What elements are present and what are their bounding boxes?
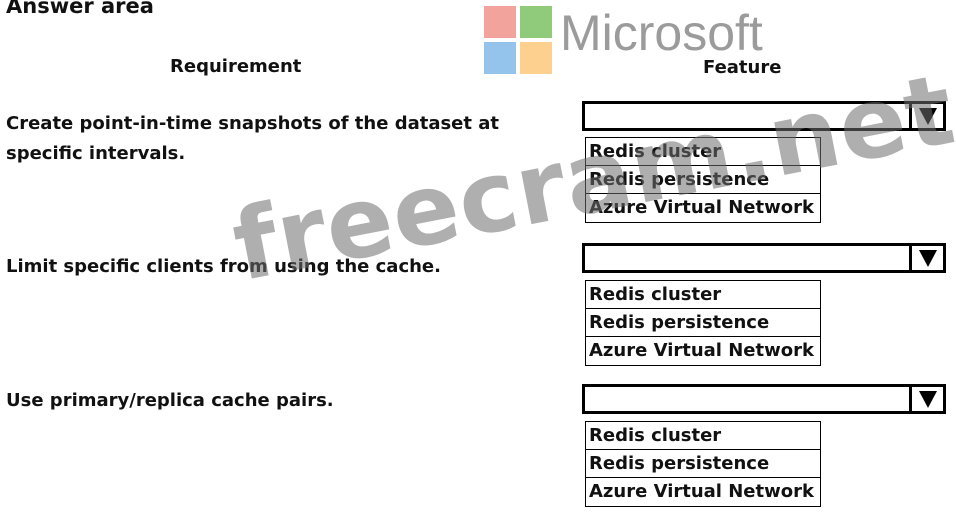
option-redis-cluster[interactable]: Redis cluster	[586, 281, 820, 309]
triangle-down-icon	[918, 390, 937, 408]
option-redis-persistence[interactable]: Redis persistence	[586, 309, 820, 337]
logo-square-yellow	[520, 42, 552, 74]
requirement-1-line-2: specific intervals.	[6, 143, 186, 164]
option-azure-virtual-network[interactable]: Azure Virtual Network	[589, 481, 814, 502]
feature-dropdown-2-toggle[interactable]	[909, 246, 943, 270]
answer-area-title: Answer area	[6, 0, 154, 18]
logo-square-green	[520, 6, 552, 38]
feature-options-3: Redis cluster Redis persistence Azure Vi…	[585, 421, 821, 507]
requirement-column-header: Requirement	[170, 56, 302, 77]
requirement-1-line-1: Create point-in-time snapshots of the da…	[6, 113, 500, 134]
logo-square-blue	[484, 42, 516, 74]
feature-options-2: Redis cluster Redis persistence Azure Vi…	[585, 280, 821, 366]
option-azure-virtual-network[interactable]: Azure Virtual Network	[589, 340, 814, 361]
logo-square-red	[484, 6, 516, 38]
feature-dropdown-3[interactable]	[582, 384, 946, 414]
requirement-3-text: Use primary/replica cache pairs.	[6, 386, 334, 416]
triangle-down-icon	[918, 249, 937, 267]
requirement-1-text: Create point-in-time snapshots of the da…	[6, 109, 499, 169]
option-redis-persistence[interactable]: Redis persistence	[586, 166, 820, 194]
option-redis-cluster[interactable]: Redis cluster	[586, 422, 820, 450]
option-redis-persistence[interactable]: Redis persistence	[586, 450, 820, 478]
feature-dropdown-3-toggle[interactable]	[909, 387, 943, 411]
requirement-3-line-1: Use primary/replica cache pairs.	[6, 390, 334, 411]
option-azure-virtual-network[interactable]: Azure Virtual Network	[589, 197, 814, 218]
option-redis-cluster[interactable]: Redis cluster	[586, 138, 820, 166]
feature-column-header: Feature	[703, 57, 782, 78]
microsoft-logo: Microsoft	[484, 6, 804, 78]
triangle-down-icon	[918, 107, 937, 125]
feature-dropdown-1[interactable]	[582, 101, 946, 131]
feature-dropdown-2[interactable]	[582, 243, 946, 273]
requirement-2-text: Limit specific clients from using the ca…	[6, 252, 441, 282]
feature-dropdown-1-toggle[interactable]	[909, 104, 943, 128]
logo-wordmark: Microsoft	[560, 5, 763, 61]
requirement-2-line-1: Limit specific clients from using the ca…	[6, 256, 441, 277]
feature-options-1: Redis cluster Redis persistence Azure Vi…	[585, 137, 821, 223]
